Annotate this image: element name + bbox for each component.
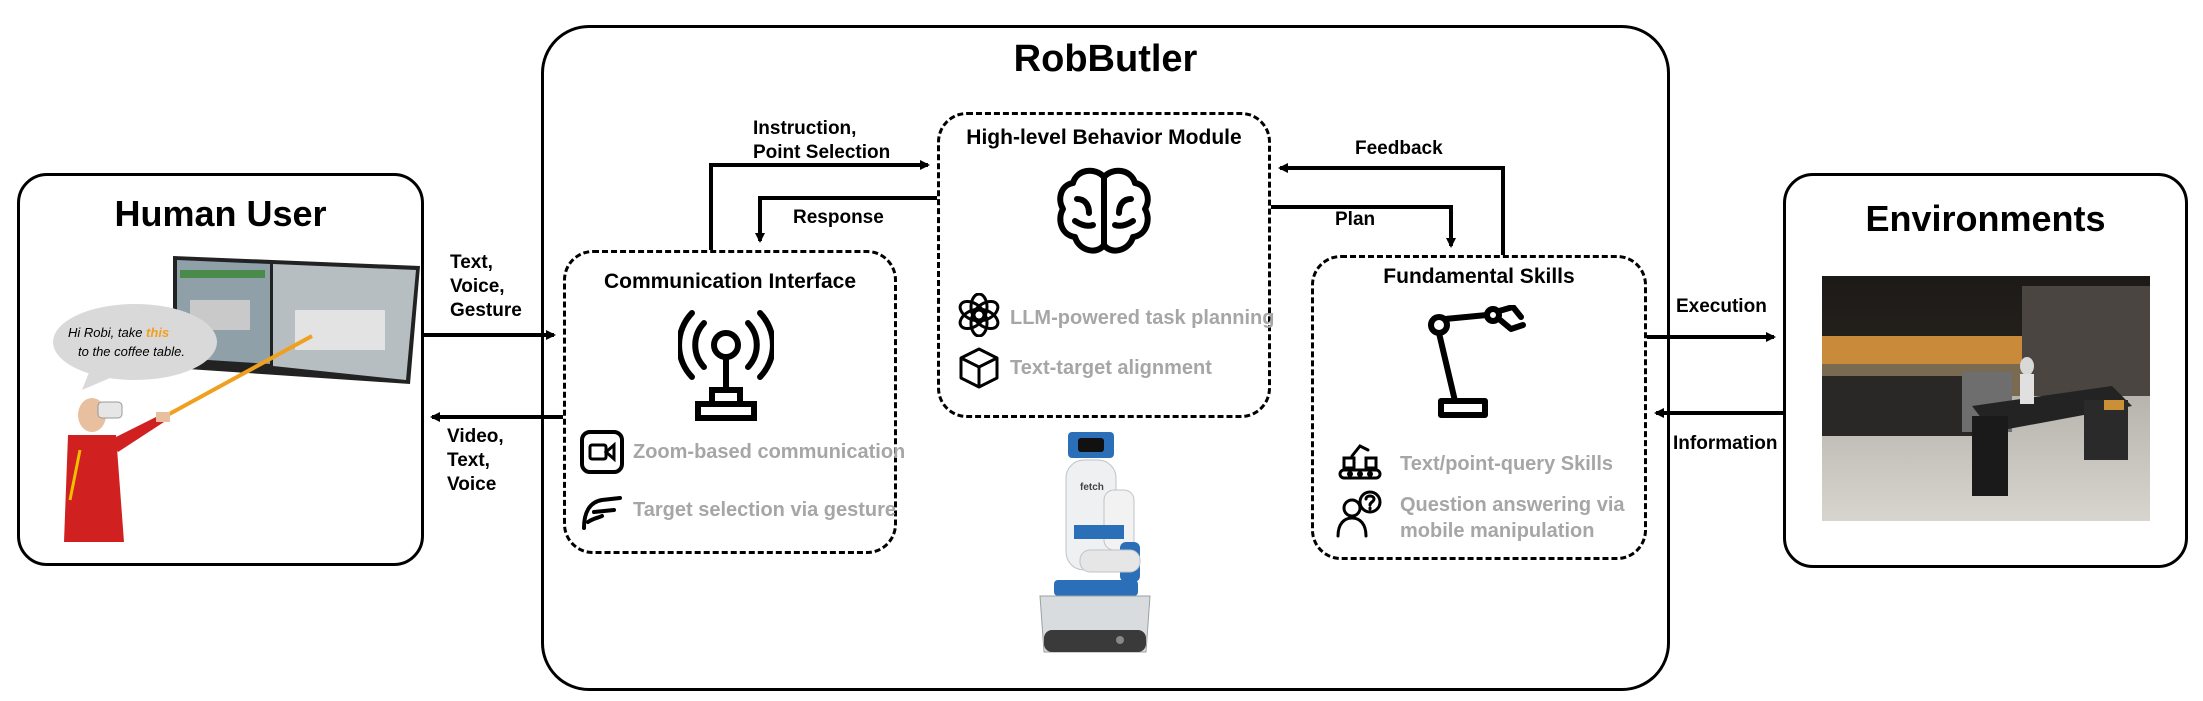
- human-user-title: Human User: [114, 193, 327, 234]
- environments-title: Environments: [1865, 198, 2106, 239]
- speech-text-line2: to the coffee table.: [78, 344, 185, 359]
- brain-icon: [1055, 165, 1153, 257]
- video-camera-icon: [580, 430, 624, 474]
- label-response: Response: [793, 207, 884, 228]
- label-feedback: Feedback: [1355, 138, 1443, 159]
- hl-feature-llm: LLM-powered task planning: [1010, 307, 1275, 329]
- question-person-icon: [1336, 490, 1384, 540]
- label-text-voice-gesture: Text, Voice, Gesture: [450, 252, 522, 321]
- high-level-behavior-title: High-level Behavior Module: [966, 126, 1242, 149]
- communication-interface-title: Communication Interface: [603, 270, 857, 293]
- label-execution: Execution: [1676, 296, 1767, 317]
- fundamental-skills-title: Fundamental Skills: [1383, 265, 1575, 288]
- openai-logo-icon: [957, 292, 1001, 338]
- fs-feature-question-answering: Question answering via mobile manipulati…: [1400, 494, 1625, 542]
- speech-text-line1: Hi Robi, take this: [68, 325, 169, 340]
- antenna-icon: [676, 305, 776, 425]
- label-information: Information: [1673, 433, 1778, 454]
- label-plan: Plan: [1335, 209, 1376, 230]
- fs-feature-query-skills: Text/point-query Skills: [1400, 453, 1613, 475]
- label-instruction: Instruction, Point Selection: [753, 118, 891, 163]
- robbutler-title: RobButler: [1013, 38, 1198, 80]
- kitchen-environment-photo: [1822, 276, 2150, 521]
- conveyor-skill-icon: [1336, 438, 1384, 482]
- fetch-robot-illustration: fetch: [1030, 430, 1160, 660]
- high-level-behavior-box: [937, 112, 1271, 418]
- gesture-icon: [580, 492, 624, 532]
- label-video-text-voice: Video, Text, Voice: [447, 426, 504, 495]
- hl-feature-alignment: Text-target alignment: [1010, 357, 1212, 379]
- robot-brand-label: fetch: [1080, 482, 1104, 493]
- comm-feature-gesture: Target selection via gesture: [633, 499, 897, 521]
- comm-feature-zoom: Zoom-based communication: [633, 441, 906, 463]
- vr-user-illustration: Hi Robi, take this to the coffee table.: [40, 250, 420, 550]
- robot-arm-icon: [1425, 304, 1535, 420]
- cube-icon: [958, 346, 1000, 390]
- fundamental-skills-box: [1311, 255, 1647, 560]
